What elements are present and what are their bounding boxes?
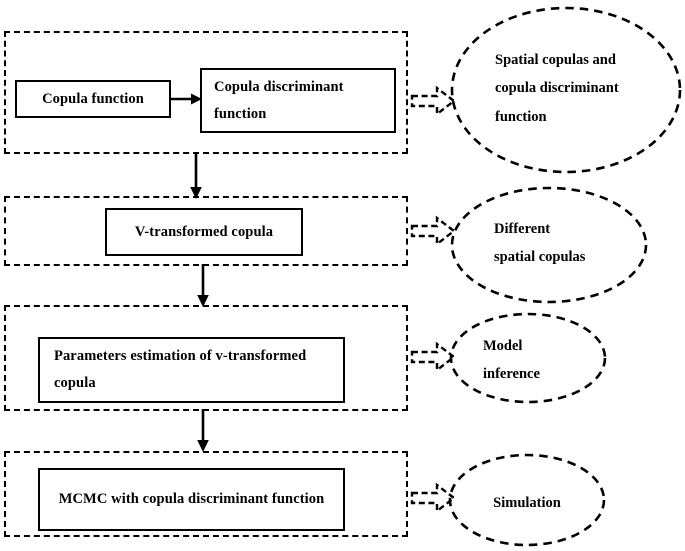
box-copula-function: Copula function: [15, 80, 171, 118]
box-v-transformed-copula-label: V-transformed copula: [134, 223, 274, 240]
outcome-3-label: Model inference: [483, 338, 540, 383]
box-parameters-estimation: Parameters estimation of v-transformed c…: [38, 337, 345, 403]
outcome-2-ellipse: [450, 186, 648, 304]
outcome-4-ellipse: [448, 453, 606, 547]
arrow-stage-1-to-stage-2: [190, 152, 202, 199]
box-v-transformed-copula: V-transformed copula: [105, 208, 303, 256]
outcome-1-ellipse: [450, 6, 682, 174]
box-mcmc-copula-discriminant: MCMC with copula discriminant function: [38, 468, 345, 531]
arrow-stage-2-to-stage-3: [197, 264, 209, 307]
stage-2-group: [4, 196, 408, 266]
box-copula-function-label: Copula function: [42, 90, 144, 107]
stage-1-group: [4, 31, 408, 154]
outcome-1-label: Spatial copulas and copula discriminant …: [495, 52, 619, 125]
arrow-copula-to-discriminant: [171, 93, 202, 105]
outcome-3-ellipse: [449, 312, 607, 404]
outcome-4-label: Simulation: [493, 495, 561, 511]
box-mcmc-copula-discriminant-label: MCMC with copula discriminant function: [58, 491, 325, 508]
stage-4-group: [4, 451, 408, 537]
arrow-stage-3-to-stage-4: [197, 409, 209, 452]
box-copula-discriminant-function-label: Copula discriminant function: [214, 78, 344, 122]
box-copula-discriminant-function: Copula discriminant function: [200, 68, 396, 133]
outcome-2-label: Different spatial copulas: [494, 221, 586, 266]
box-parameters-estimation-label: Parameters estimation of v-transformed c…: [54, 348, 307, 391]
stage-3-group: [4, 305, 408, 411]
